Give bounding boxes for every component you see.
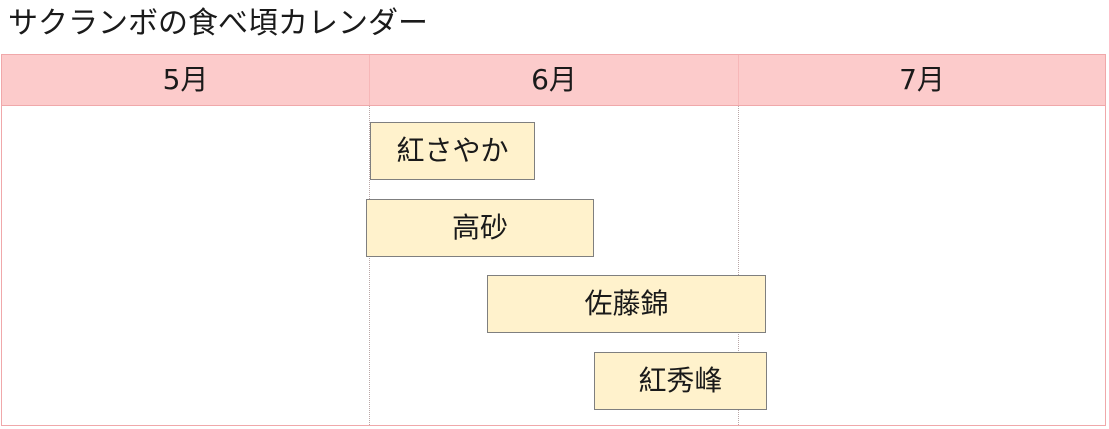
bar-takasago: 高砂: [366, 199, 594, 257]
bar-satonishiki: 佐藤錦: [487, 275, 766, 333]
header-divider: [369, 55, 370, 105]
header-divider: [738, 55, 739, 105]
month-gridline: [369, 106, 370, 425]
page-title: サクランボの食べ頃カレンダー: [8, 6, 428, 41]
month-label-july: 7月: [899, 63, 945, 96]
bar-beni-shuho: 紅秀峰: [594, 352, 767, 410]
month-label-may: 5月: [162, 63, 209, 96]
month-gridline: [738, 106, 739, 425]
cherry-calendar-chart: 5月 6月 7月 紅さやか高砂佐藤錦紅秀峰: [1, 54, 1106, 426]
bar-beni-sayaka: 紅さやか: [370, 122, 535, 180]
month-header-row: 5月 6月 7月: [2, 55, 1105, 106]
month-label-june: 6月: [531, 63, 577, 96]
